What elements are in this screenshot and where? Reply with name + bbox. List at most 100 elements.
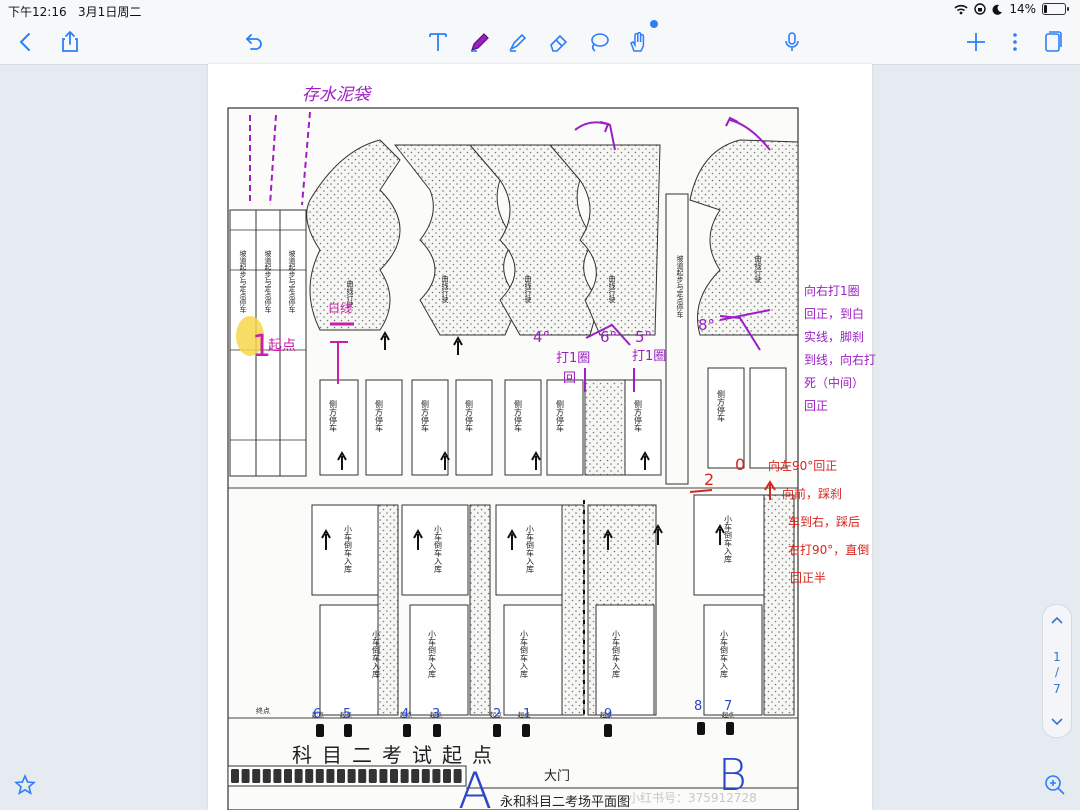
zoom-in-icon bbox=[1045, 775, 1065, 795]
parked-car bbox=[337, 769, 345, 783]
lasso-tool-button[interactable] bbox=[585, 28, 613, 56]
number-label: 2 bbox=[493, 707, 501, 722]
eraser-tool-button[interactable] bbox=[545, 28, 573, 56]
parked-car bbox=[284, 769, 292, 783]
parked-car bbox=[315, 769, 324, 783]
text-tool-button[interactable] bbox=[424, 28, 452, 56]
note-red-mark: 0 bbox=[735, 455, 745, 474]
wifi-icon bbox=[954, 4, 968, 14]
svg-text:实线，脚刹: 实线，脚刹 bbox=[804, 329, 864, 344]
pages-icon bbox=[1045, 31, 1062, 52]
zoom-button[interactable] bbox=[1040, 770, 1070, 800]
direction-arrows bbox=[321, 330, 725, 550]
svg-text:向右打1圈: 向右打1圈 bbox=[804, 283, 860, 298]
start-label: 起点 bbox=[518, 711, 530, 719]
reverse-parking-label: 小车倒车入库 bbox=[428, 630, 437, 679]
number-label: 9 bbox=[604, 707, 612, 722]
note-purple: 5° bbox=[635, 328, 652, 346]
reverse-parking-label: 小车倒车入库 bbox=[720, 630, 729, 679]
svg-text:回正半: 回正半 bbox=[790, 571, 826, 585]
section-title: 科目二考试起点 bbox=[292, 743, 502, 767]
parked-car bbox=[358, 769, 367, 783]
text-tool-icon bbox=[429, 33, 447, 51]
parked-car bbox=[231, 769, 239, 783]
side-parking-row: 侧方停车 侧方停车 侧方停车 侧方停车 侧方停车 侧方停车 侧方停车 侧方停车 bbox=[319, 367, 787, 476]
highlighter-tool-button[interactable] bbox=[504, 28, 532, 56]
svg-text:右打90°，直倒: 右打90°，直倒 bbox=[788, 542, 869, 557]
note-purple: 4° bbox=[533, 328, 550, 346]
page-navigator[interactable]: 1 / 7 bbox=[1042, 604, 1072, 738]
favorite-button[interactable] bbox=[10, 770, 40, 800]
note-red: 向左90°回正 向前，踩刹 车到右，踩后 右打90°，直倒 回正半 bbox=[768, 458, 869, 585]
note-purple: 打1圈 bbox=[632, 349, 666, 364]
hand-tool-button[interactable] bbox=[624, 28, 652, 56]
pen-tool-button[interactable] bbox=[466, 28, 494, 56]
side-parking-label: 侧方停车 bbox=[514, 399, 523, 433]
curve-label: 曲线行驶 bbox=[441, 274, 449, 304]
chevron-down-icon[interactable] bbox=[1047, 711, 1067, 731]
parked-car bbox=[400, 769, 409, 783]
chevron-left-icon bbox=[19, 33, 30, 51]
note-white-line: 白线 bbox=[328, 300, 352, 315]
start-points: 终点 起点 起点 起点 起点 起点 起点 起点 起点 bbox=[256, 706, 734, 737]
side-parking-label: 侧方停车 bbox=[717, 389, 726, 423]
side-parking-label: 侧方停车 bbox=[421, 399, 430, 433]
parked-car bbox=[432, 769, 441, 783]
chevron-up-icon[interactable] bbox=[1047, 611, 1067, 631]
pages-button[interactable] bbox=[1038, 28, 1066, 56]
side-parking-label: 侧方停车 bbox=[375, 399, 384, 433]
number-label: 3 bbox=[432, 707, 440, 722]
reverse-parking-label: 小车倒车入库 bbox=[612, 630, 621, 679]
svg-text:回正: 回正 bbox=[804, 399, 828, 413]
start-label: 起点 bbox=[490, 711, 502, 719]
plus-icon bbox=[967, 33, 985, 51]
side-parking-label: 侧方停车 bbox=[465, 399, 474, 433]
svg-text:向前，踩刹: 向前，踩刹 bbox=[782, 486, 842, 501]
handwriting-annotations: 存水泥袋 1 起点 白线 4° 5° 6° 打1圈 回 打1圈 8° 向右打1圈… bbox=[236, 85, 876, 810]
parked-car bbox=[421, 769, 430, 783]
highlight-mark bbox=[236, 316, 264, 356]
parked-car bbox=[443, 769, 451, 783]
parked-car bbox=[273, 769, 282, 783]
parked-car bbox=[326, 769, 335, 783]
parked-car bbox=[411, 769, 420, 783]
microphone-button[interactable] bbox=[778, 28, 806, 56]
reverse-parking-area: 小车倒车入库 小车倒车入库 小车倒车入库 小车倒车入库 小车倒车入库 小车倒车入… bbox=[311, 494, 795, 716]
curve-label: 曲线行驶 bbox=[608, 274, 616, 304]
parked-car bbox=[241, 769, 250, 783]
note-purple-right: 向右打1圈 回正，到白 实线，脚刹 到线，向右打 死（中间） 回正 bbox=[804, 283, 876, 413]
undo-button[interactable] bbox=[240, 28, 268, 56]
eraser-tool-icon bbox=[550, 34, 568, 52]
note-purple: 打1圈 bbox=[556, 351, 590, 366]
status-bar: 下午12:16 3月1日周二 14% bbox=[0, 0, 1080, 20]
reverse-parking-label: 小车倒车入库 bbox=[520, 630, 529, 679]
parked-car bbox=[347, 769, 356, 783]
number-label: 1 bbox=[523, 707, 531, 722]
curve-driving-area: 曲线行驶 曲线行驶 曲线行驶 曲线行驶 曲线行驶 bbox=[306, 139, 799, 336]
star-icon bbox=[14, 773, 36, 795]
slope-label: 坡道起步与定点停车 bbox=[676, 254, 684, 319]
number-label: 8 bbox=[694, 699, 702, 714]
curve-label: 曲线行驶 bbox=[346, 279, 354, 309]
toolbar bbox=[0, 20, 1080, 65]
microphone-icon bbox=[785, 32, 799, 51]
more-button[interactable] bbox=[1001, 28, 1029, 56]
number-label: 5 bbox=[343, 707, 351, 722]
start-label: 起点 bbox=[600, 711, 612, 719]
parked-car bbox=[390, 769, 398, 783]
back-button[interactable] bbox=[12, 28, 40, 56]
number-label: 4 bbox=[401, 707, 409, 722]
note-blue-numbers: 6 5 4 3 2 1 9 8 7 bbox=[313, 699, 732, 722]
pen-tool-icon bbox=[471, 33, 489, 52]
parked-car bbox=[294, 769, 303, 783]
curve-label: 曲线行驶 bbox=[754, 254, 762, 284]
reverse-parking-label: 小车倒车入库 bbox=[526, 525, 535, 574]
share-button[interactable] bbox=[56, 28, 84, 56]
note-purple: 6° bbox=[600, 328, 617, 346]
side-parking-label: 侧方停车 bbox=[329, 399, 338, 433]
hand-tool-icon bbox=[630, 31, 645, 52]
note-mark-1-suffix: 起点 bbox=[268, 338, 296, 354]
add-page-button[interactable] bbox=[962, 28, 990, 56]
lasso-tool-icon bbox=[591, 33, 609, 52]
current-page: 1 bbox=[1053, 650, 1061, 664]
